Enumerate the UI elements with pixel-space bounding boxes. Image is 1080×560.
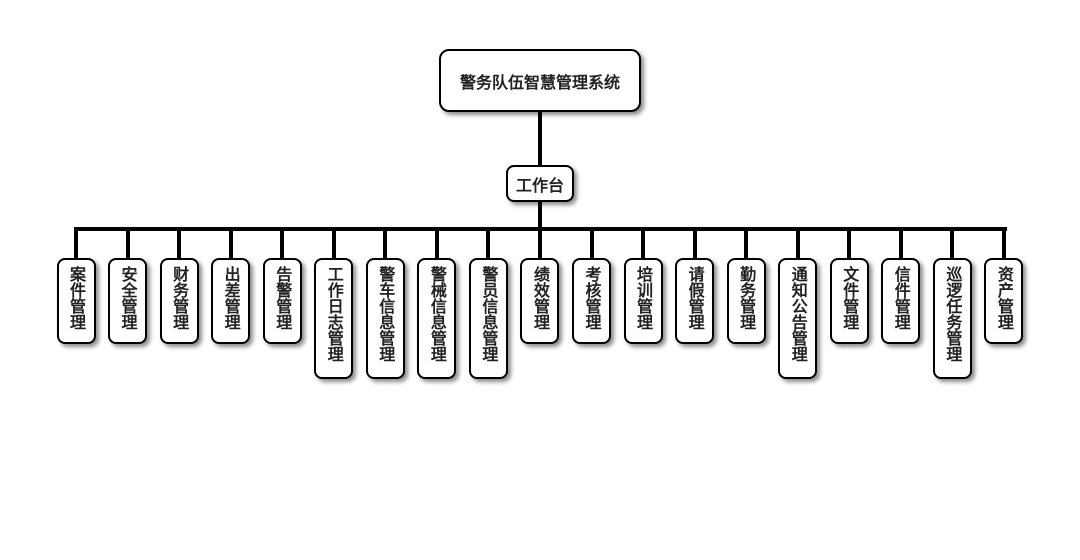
- module-node[interactable]: 安全管理: [108, 258, 148, 344]
- module-node[interactable]: 告警管理: [262, 258, 302, 344]
- connector-module: [383, 229, 388, 259]
- connector-module: [744, 229, 749, 259]
- module-node[interactable]: 警车信息管理: [365, 258, 405, 379]
- connector-module: [486, 229, 491, 259]
- connector-module: [898, 229, 903, 259]
- connector-module: [125, 229, 130, 259]
- module-node[interactable]: 警员信息管理: [468, 258, 508, 379]
- connector-root-hub: [538, 111, 542, 166]
- module-node[interactable]: 资产管理: [984, 258, 1024, 344]
- module-node[interactable]: 出差管理: [211, 258, 251, 344]
- connector-module: [641, 229, 646, 259]
- module-node[interactable]: 财务管理: [159, 258, 199, 344]
- root-node[interactable]: 警务队伍智慧管理系统: [439, 49, 641, 112]
- connector-module: [537, 229, 542, 259]
- module-node[interactable]: 案件管理: [56, 258, 96, 344]
- connector-module: [950, 229, 955, 259]
- module-node[interactable]: 巡逻任务管理: [932, 258, 972, 379]
- module-node[interactable]: 培训管理: [623, 258, 663, 344]
- connector-module: [795, 229, 800, 259]
- module-node[interactable]: 考核管理: [572, 258, 611, 344]
- module-node[interactable]: 请假管理: [675, 258, 715, 344]
- module-node[interactable]: 文件管理: [829, 258, 869, 344]
- connector-module: [228, 229, 233, 259]
- connector-module: [434, 229, 439, 259]
- module-node[interactable]: 通知公告管理: [778, 258, 818, 379]
- connector-module: [177, 229, 182, 259]
- module-node[interactable]: 警械信息管理: [417, 258, 457, 379]
- connector-module: [692, 229, 697, 259]
- module-node[interactable]: 工作日志管理: [314, 258, 354, 379]
- connector-module: [589, 229, 594, 259]
- connector-module: [331, 229, 336, 259]
- connector-module: [847, 229, 852, 259]
- connector-module: [1001, 229, 1006, 259]
- connector-module: [280, 229, 285, 259]
- module-node[interactable]: 勤务管理: [726, 258, 766, 344]
- module-node[interactable]: 信件管理: [881, 258, 921, 344]
- connector-module: [74, 229, 78, 259]
- module-node[interactable]: 绩效管理: [520, 258, 560, 344]
- connector-hub-bus: [538, 202, 542, 230]
- hub-node-workbench[interactable]: 工作台: [506, 165, 574, 202]
